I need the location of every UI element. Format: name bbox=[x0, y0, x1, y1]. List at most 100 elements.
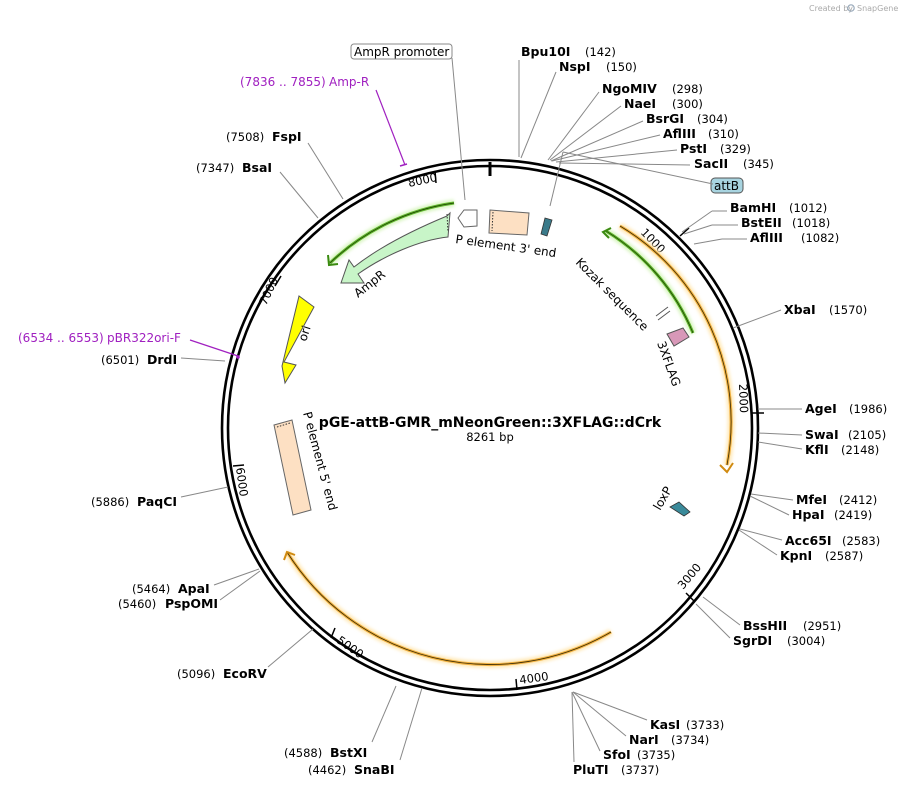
enzyme-position: (7347) bbox=[196, 161, 234, 175]
enzyme-position: (4462) bbox=[308, 763, 346, 777]
kozak-marker-2 bbox=[657, 310, 671, 321]
green-track-left bbox=[327, 199, 455, 267]
enzyme-name: Bpu10I bbox=[521, 44, 570, 59]
enzyme-position: (3004) bbox=[787, 634, 825, 648]
enzyme-bamhi: BamHI (1012) bbox=[681, 200, 827, 233]
enzyme-name: PluTI bbox=[573, 762, 609, 777]
tick-label-6000: 6000 bbox=[233, 466, 251, 497]
ampr-feature-arrow bbox=[340, 211, 451, 284]
p-element-5-dotted bbox=[276, 422, 291, 428]
enzyme-position: (2587) bbox=[825, 549, 863, 563]
enzyme-name: PstI bbox=[680, 141, 707, 156]
enzyme-position: (3733) bbox=[686, 718, 724, 732]
plasmid-size: 8261 bp bbox=[466, 430, 514, 444]
enzyme-name: BsaI bbox=[242, 160, 272, 175]
enzyme-drdi: (6501) DrdI bbox=[101, 352, 226, 367]
enzyme-bpu10i: Bpu10I (142) bbox=[518, 44, 616, 157]
enzyme-hpai: HpaI (2419) bbox=[749, 495, 872, 522]
enzyme-position: (2412) bbox=[839, 493, 877, 507]
ori-feature-arrow bbox=[281, 295, 315, 385]
enzyme-nspi: NspI (150) bbox=[520, 59, 637, 159]
primer-amp-r-name: Amp-R bbox=[329, 75, 369, 89]
enzyme-sacii: SacII (345) bbox=[558, 156, 774, 171]
enzyme-position: (5886) bbox=[91, 495, 129, 509]
enzyme-position: (1986) bbox=[849, 402, 887, 416]
enzyme-name: SfoI bbox=[603, 747, 631, 762]
orange-track-top-right bbox=[618, 222, 735, 474]
plasmid-title: pGE-attB-GMR_mNeonGreen::3XFLAG::dCrk bbox=[319, 415, 662, 431]
amp-promoter-arrow bbox=[457, 209, 478, 228]
enzyme-name: DrdI bbox=[147, 352, 177, 367]
enzyme-afliii-310: AflIII (310) bbox=[551, 126, 739, 162]
enzyme-position: (2583) bbox=[842, 534, 880, 548]
tick-label-4000: 4000 bbox=[518, 669, 549, 687]
enzyme-name: PaqCI bbox=[137, 494, 177, 509]
enzyme-name: AflIII bbox=[663, 126, 696, 141]
enzyme-name: PspOMI bbox=[165, 596, 218, 611]
kozak-marker-1 bbox=[655, 306, 669, 317]
credit-text: Created by bbox=[809, 4, 853, 13]
enzyme-ngomiv: NgoMIV (298) bbox=[547, 81, 703, 161]
enzyme-fspi: (7508) FspI bbox=[226, 129, 344, 200]
enzyme-name: BamHI bbox=[730, 200, 776, 215]
enzyme-position: (7508) bbox=[226, 130, 264, 144]
scale-tick-7000: 7000 bbox=[256, 275, 282, 307]
scale-tick-2000: 2000 bbox=[736, 384, 764, 414]
enzyme-position: (5096) bbox=[177, 667, 215, 681]
enzyme-position: (2951) bbox=[803, 619, 841, 633]
enzyme-position: (1082) bbox=[801, 231, 839, 245]
enzyme-name: KflI bbox=[805, 442, 829, 457]
primer-pbr322ori-f-range: (6534 .. 6553) bbox=[18, 331, 104, 345]
p-element-3-feature bbox=[488, 209, 530, 236]
enzyme-position: (3734) bbox=[671, 733, 709, 747]
enzyme-snabi: (4462) SnaBI bbox=[308, 687, 423, 777]
attb-site-feature bbox=[540, 217, 553, 237]
enzyme-name: SgrDI bbox=[733, 633, 772, 648]
enzyme-name: MfeI bbox=[796, 492, 827, 507]
amp-promoter-label-box: AmpR promoter bbox=[350, 43, 466, 201]
enzyme-name: NarI bbox=[629, 732, 659, 747]
enzyme-position: (5460) bbox=[118, 597, 156, 611]
enzyme-position: (4588) bbox=[284, 746, 322, 760]
enzyme-name: EcoRV bbox=[223, 666, 267, 681]
flag-tag-feature bbox=[666, 327, 690, 347]
enzyme-afliii-1082: AflIII (1082) bbox=[693, 230, 839, 245]
enzyme-name: NaeI bbox=[624, 96, 656, 111]
enzyme-position: (298) bbox=[672, 82, 703, 96]
p-element-3-dotted bbox=[491, 211, 494, 232]
loxp-feature bbox=[669, 501, 691, 517]
enzyme-position: (2148) bbox=[841, 443, 879, 457]
backbone-outer-circle bbox=[220, 158, 760, 698]
green-track-right bbox=[601, 227, 697, 335]
enzyme-mfei: MfeI (2412) bbox=[750, 492, 877, 507]
enzyme-kfli: KflI (2148) bbox=[757, 441, 879, 457]
enzyme-name: SnaBI bbox=[354, 762, 395, 777]
enzyme-name: HpaI bbox=[792, 507, 825, 522]
enzyme-pspomi: (5460) PspOMI bbox=[118, 570, 261, 611]
enzyme-position: (142) bbox=[585, 45, 616, 59]
enzyme-position: (345) bbox=[743, 157, 774, 171]
tick-label-2000: 2000 bbox=[736, 384, 751, 414]
primer-pbr322ori-f-name: pBR322ori-F bbox=[107, 331, 181, 345]
enzyme-sgrdi: SgrDI (3004) bbox=[695, 603, 825, 648]
kozak-label: Kozak sequence bbox=[573, 255, 651, 333]
enzyme-position: (300) bbox=[672, 97, 703, 111]
attb-label: attB bbox=[714, 179, 739, 193]
enzyme-name: BssHII bbox=[743, 618, 787, 633]
enzyme-name: BstEII bbox=[741, 215, 782, 230]
scale-tick-8000: 8000 bbox=[407, 170, 439, 190]
enzyme-name: BstXI bbox=[330, 745, 367, 760]
primer-amp-r: (7836 .. 7855) Amp-R bbox=[240, 75, 408, 167]
enzyme-acc65i: Acc65I (2583) bbox=[739, 528, 880, 548]
enzyme-position: (1018) bbox=[792, 216, 830, 230]
enzyme-name: NspI bbox=[559, 59, 591, 74]
enzyme-position: (150) bbox=[606, 60, 637, 74]
orange-track-bottom bbox=[283, 550, 613, 669]
enzyme-position: (1570) bbox=[829, 303, 867, 317]
scale-tick-4000: 4000 bbox=[515, 669, 549, 691]
enzyme-bsteii: BstEII (1018) bbox=[683, 215, 830, 235]
enzyme-apai: (5464) ApaI bbox=[132, 568, 260, 596]
enzyme-name: ApaI bbox=[178, 581, 210, 596]
enzyme-name: KasI bbox=[650, 717, 680, 732]
